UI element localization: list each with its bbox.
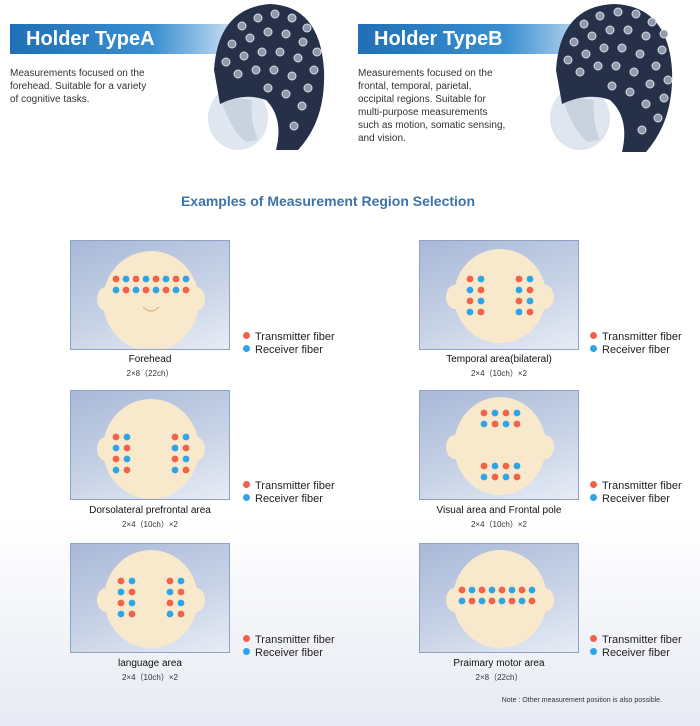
receiver-dot-icon [590,345,597,352]
legend-5: Transmitter fiber Receiver fiber [243,634,335,660]
section-title: Examples of Measurement Region Selection [180,193,476,209]
region-diagram-language [70,543,230,653]
transmitter-dot-icon [590,481,597,488]
region-diagram-visual-frontal-pole [419,390,579,500]
holder-b-description: Measurements focused on the frontal, tem… [358,68,506,144]
region-diagram-forehead [70,240,230,350]
legend-3: Transmitter fiber Receiver fiber [243,480,335,506]
transmitter-dot-icon [243,481,250,488]
receiver-dot-icon [590,648,597,655]
footnote: Note : Other measurement position is als… [501,697,662,704]
holder-a-cap-image [208,4,325,150]
region-diagram-primary-motor [419,543,579,653]
fiber-grid [112,275,190,294]
region-config-visual-frontal-pole: 2×4（10ch）×2 [470,520,528,529]
fiber-grid [480,409,521,481]
region-diagram-dorsolateral-prefrontal [70,390,230,500]
receiver-dot-icon [590,494,597,501]
holder-a-description: Measurements focused on the forehead. Su… [10,68,147,105]
receiver-dot-icon [243,648,250,655]
region-diagram-temporal [419,240,579,350]
transmitter-dot-icon [243,332,250,339]
legend-6: Transmitter fiber Receiver fiber [590,634,682,660]
fiber-grid [117,577,185,618]
region-label-visual-frontal-pole: Visual area and Frontal pole [436,505,562,516]
fiber-grid [466,275,534,316]
receiver-dot-icon [243,345,250,352]
fiber-grid [112,433,190,474]
region-label-temporal: Temporal area(bilateral) [446,354,552,365]
region-config-dorsolateral-prefrontal: 2×4（10ch）×2 [121,520,179,529]
region-config-temporal: 2×4（10ch）×2 [470,369,528,378]
region-label-forehead: Forehead [128,354,172,365]
transmitter-dot-icon [590,635,597,642]
region-label-dorsolateral-prefrontal: Dorsolateral prefrontal area [89,505,211,516]
region-config-language: 2×4（10ch）×2 [121,673,179,682]
legend-2: Transmitter fiber Receiver fiber [590,331,682,357]
region-label-primary-motor: Praimary motor area [453,658,545,669]
transmitter-dot-icon [243,635,250,642]
legend-1: Transmitter fiber Receiver fiber [243,331,335,357]
holder-b-cap-image [550,4,673,152]
region-label-language: language area [118,658,182,669]
fiber-grid [458,586,536,605]
region-config-primary-motor: 2×8（22ch） [475,673,523,682]
region-config-forehead: 2×8（22ch） [126,369,174,378]
legend-4: Transmitter fiber Receiver fiber [590,480,682,506]
receiver-dot-icon [243,494,250,501]
transmitter-dot-icon [590,332,597,339]
